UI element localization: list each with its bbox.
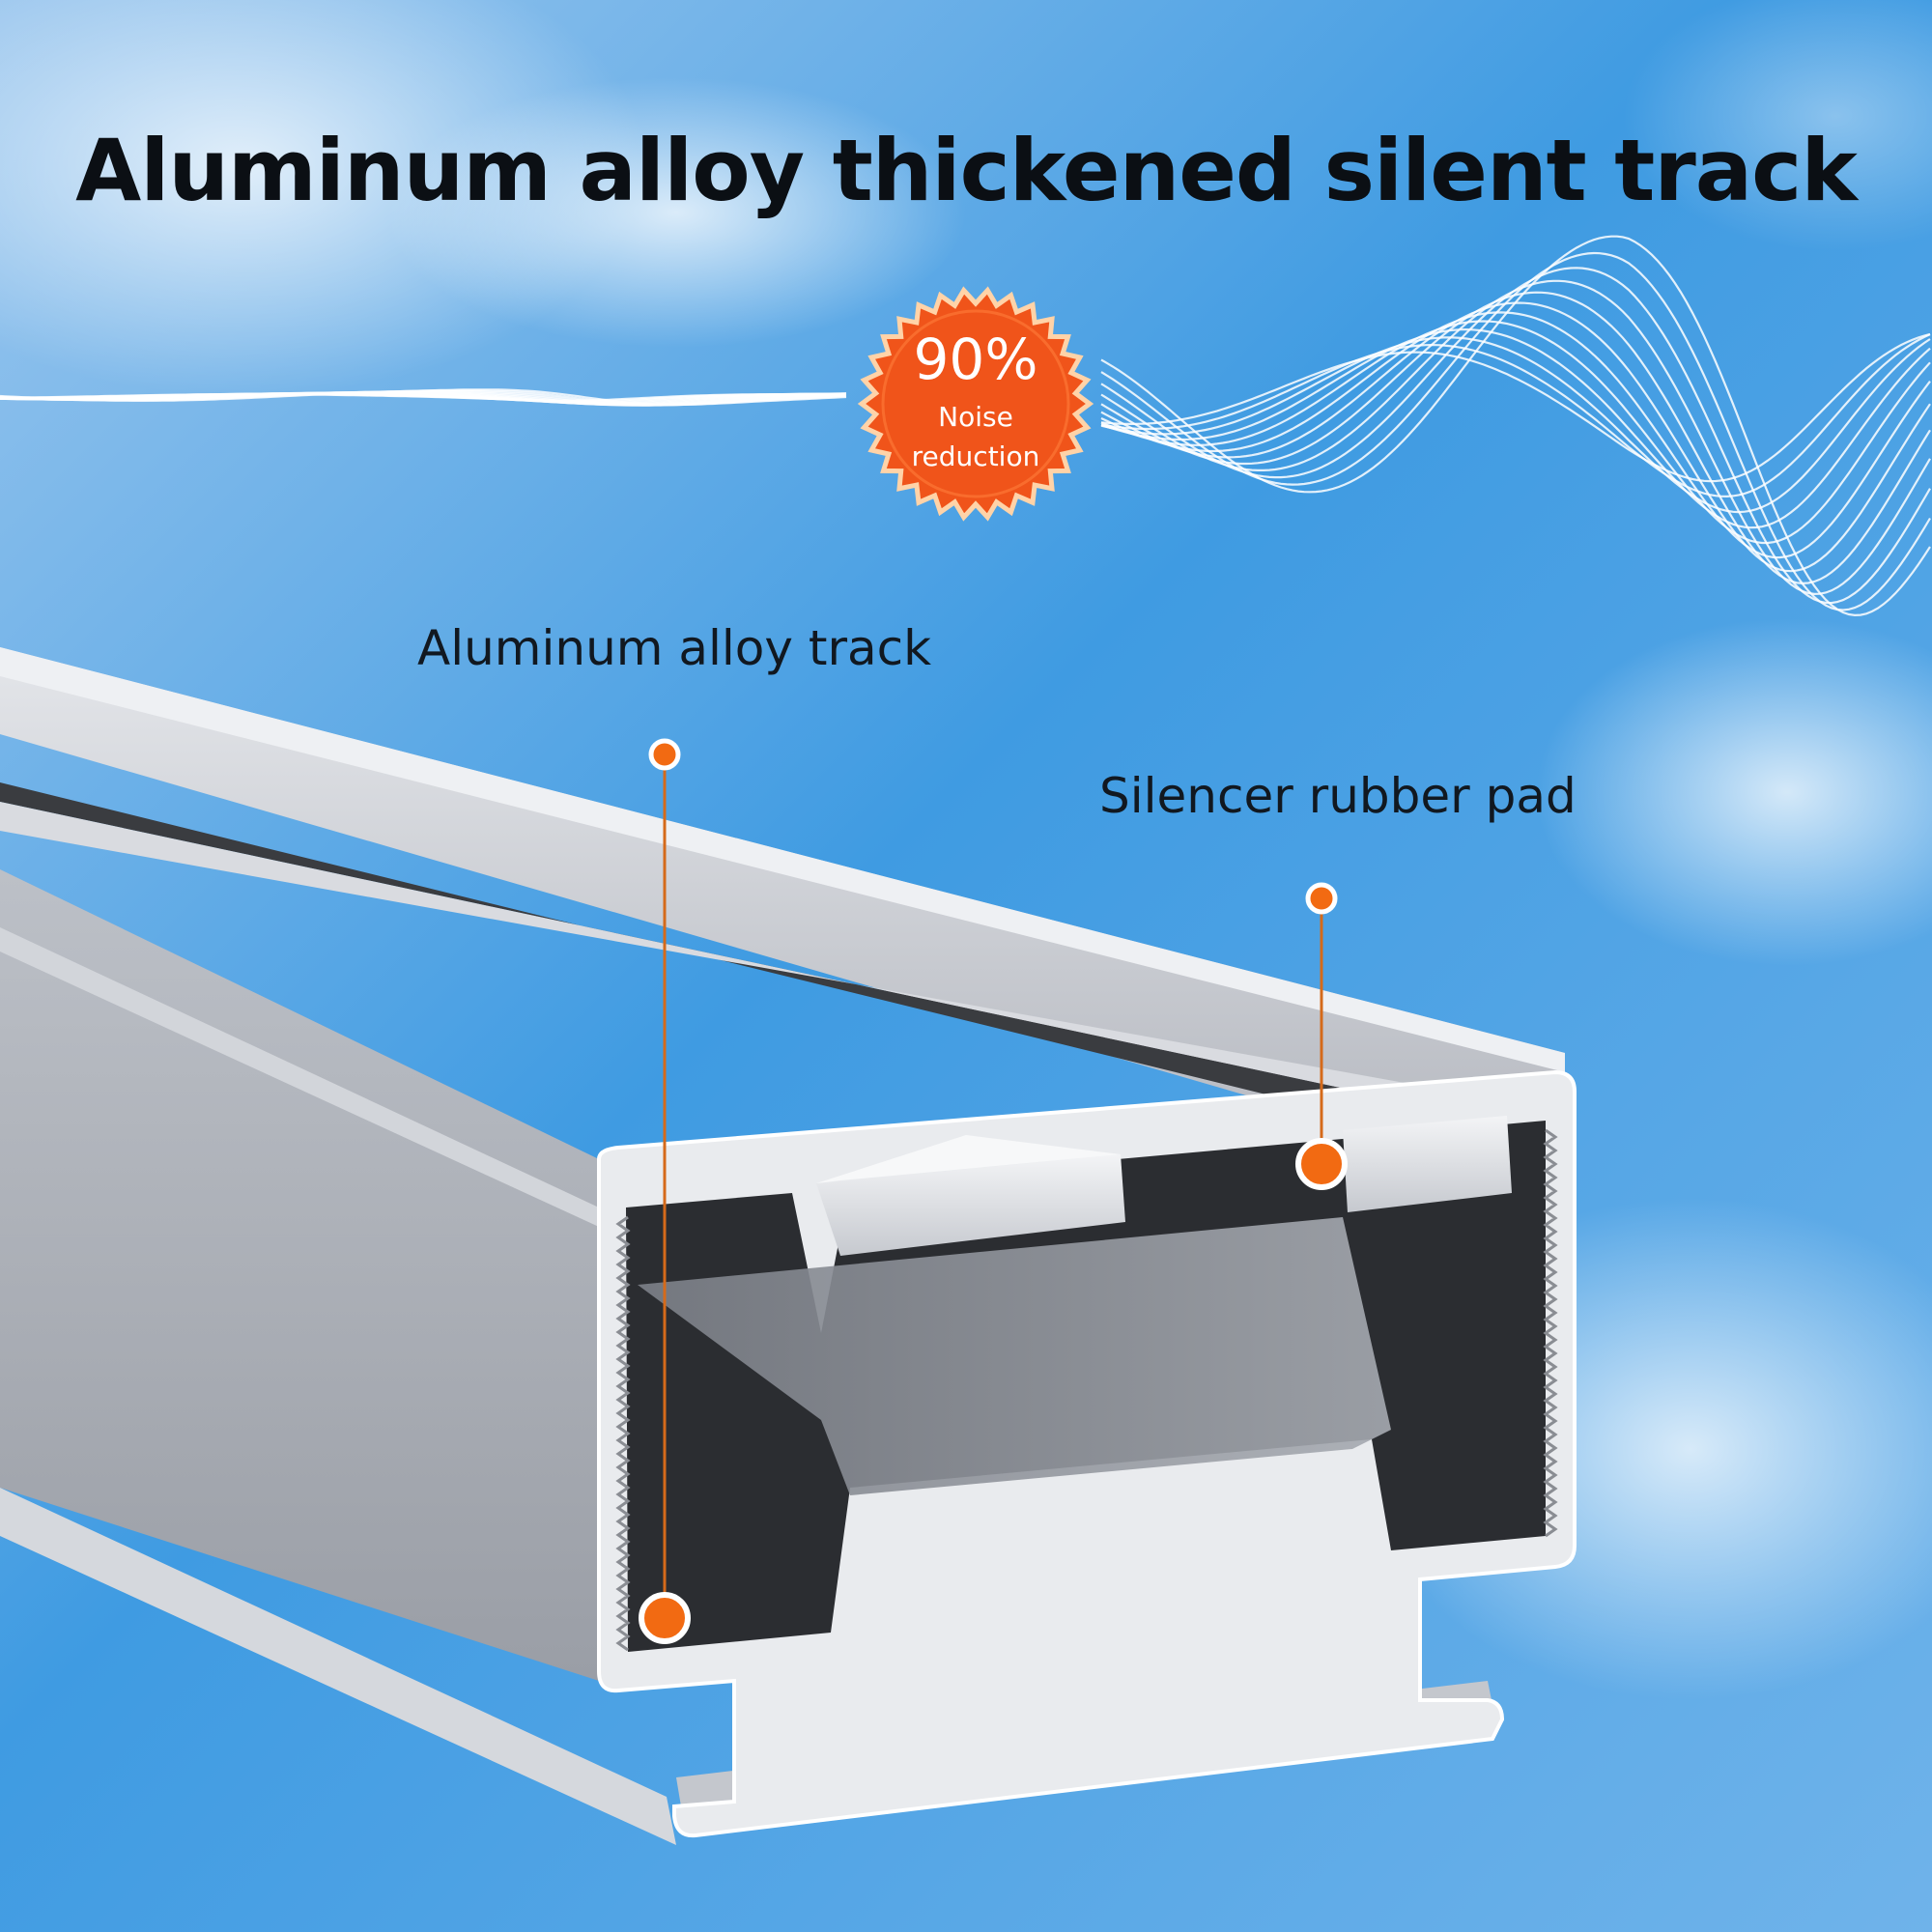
callout-rubber-pad-label: Silencer rubber pad	[1099, 768, 1577, 824]
callout-marker-track-end	[639, 1592, 691, 1644]
callout-marker-pad-top	[1305, 882, 1338, 915]
sound-wave-line	[0, 332, 1931, 483]
track-top-edge	[0, 647, 1565, 1072]
cloud	[1536, 618, 1932, 966]
page-title: Aluminum alloy thickened silent track	[75, 121, 1858, 220]
track-side-groove	[0, 927, 599, 1227]
badge-percent: 90%	[913, 327, 1038, 392]
callout-marker-track-top	[648, 738, 681, 771]
track-inner-channel	[638, 1217, 1391, 1495]
badge-label-line1: Noise	[938, 401, 1013, 433]
badge-label-line2: reduction	[911, 440, 1040, 472]
rail-block-left	[816, 1154, 1125, 1256]
callout-aluminum-track-label: Aluminum alloy track	[417, 620, 932, 676]
serrated-edge	[615, 1128, 1558, 1652]
rail-block-left-top	[816, 1135, 1121, 1183]
track-bottom-flange	[0, 1488, 676, 1845]
track-top-lip	[0, 802, 1507, 1111]
track-top-slot	[0, 782, 1449, 1121]
cloud	[1623, 0, 1932, 251]
track-outer-side	[0, 869, 599, 1681]
cloud	[386, 77, 966, 348]
sound-wave-graphic	[0, 235, 1931, 617]
callout-marker-pad-end	[1295, 1138, 1348, 1190]
rail-block-right	[1343, 1116, 1512, 1212]
aluminum-track-profile	[0, 647, 1577, 1845]
noise-reduction-badge	[857, 286, 1094, 522]
badge-inner-ring	[881, 309, 1070, 498]
